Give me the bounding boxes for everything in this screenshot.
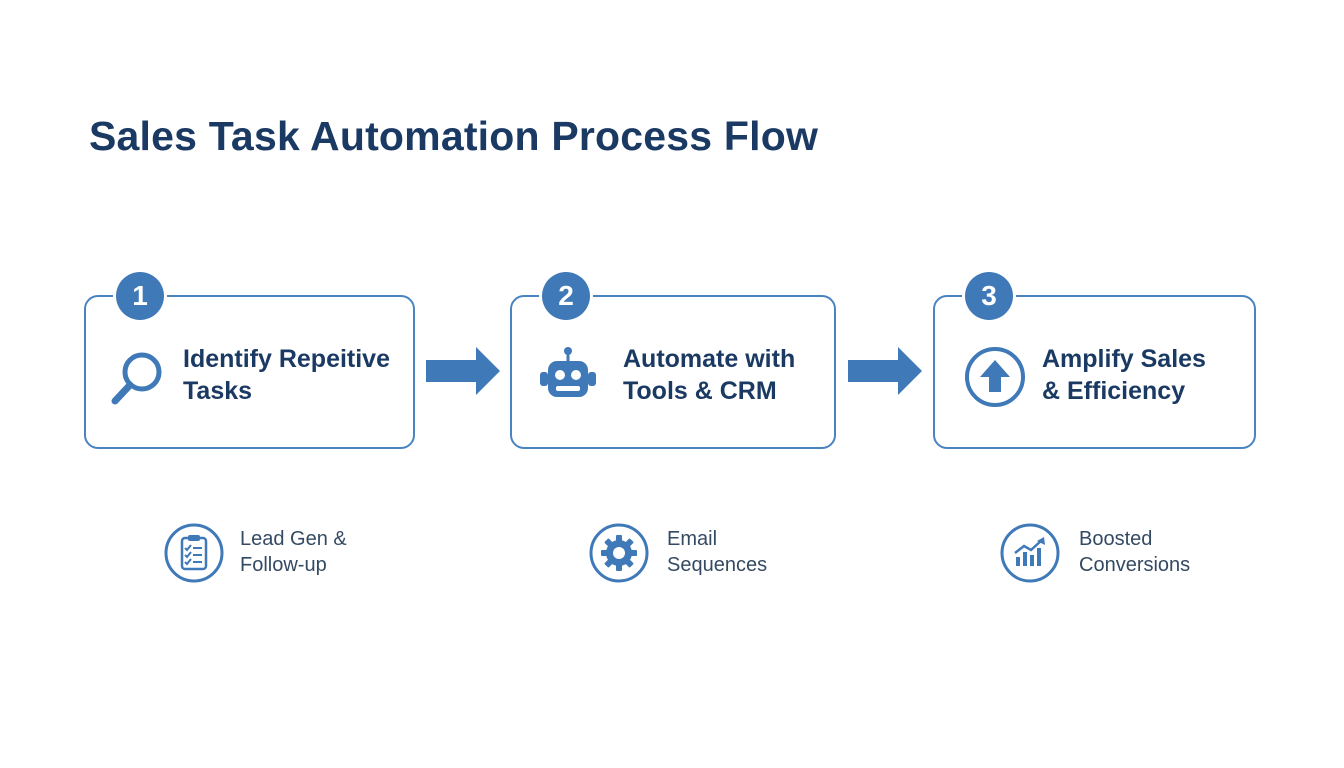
feature-1-label: Lead Gen & Follow-up <box>240 528 347 576</box>
feature-3-label: Boosted Conversions <box>1079 528 1191 576</box>
page-title: Sales Task Automation Process Flow <box>89 113 819 159</box>
step-1-card: 1 Identify Repeitive Tasks <box>84 272 415 449</box>
step-3-number-badge: 3 <box>965 272 1013 320</box>
flow-arrow-2 <box>848 347 922 395</box>
flow-arrow-1 <box>426 347 500 395</box>
step-2-number-badge: 2 <box>542 272 590 320</box>
gear-icon <box>589 523 649 583</box>
step-1-label: Identify Repeitive Tasks <box>183 345 390 405</box>
step-2-label: Automate with Tools & CRM <box>623 345 796 405</box>
step-3-label: Amplify Sales & Efficiency <box>1042 345 1206 405</box>
step-1-number-badge: 1 <box>116 272 164 320</box>
feature-2-label: Email Sequences <box>667 528 768 576</box>
growth-chart-icon <box>1000 523 1060 583</box>
clipboard-checklist-icon <box>164 523 224 583</box>
robot-icon <box>536 345 600 409</box>
step-3-card: 3 Amplify Sales & Efficiency <box>933 272 1256 449</box>
magnifier-icon <box>106 345 170 409</box>
up-arrow-circle-icon <box>963 345 1027 409</box>
step-2-card: 2 Automate with Tools & CRM <box>510 272 836 449</box>
